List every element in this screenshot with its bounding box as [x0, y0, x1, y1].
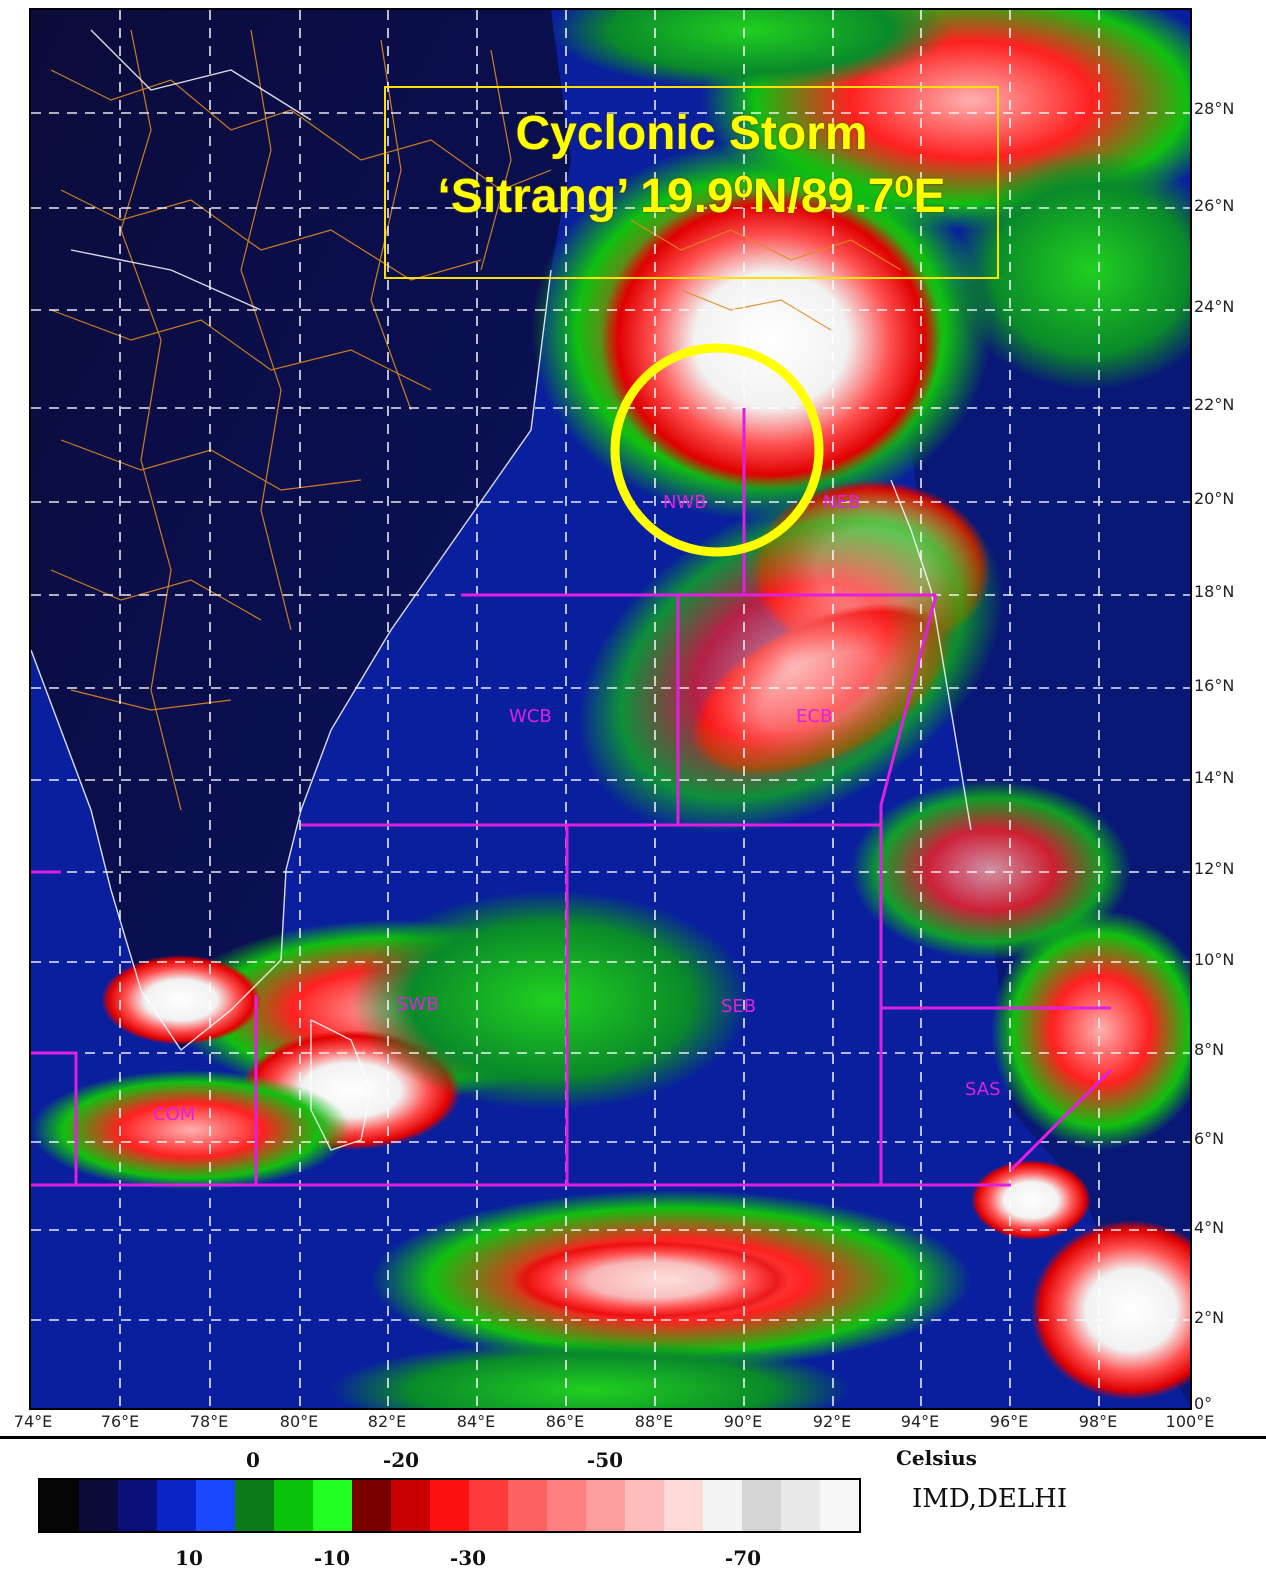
- region-label: SAS: [965, 1079, 1001, 1100]
- region-label: ECB: [796, 706, 832, 727]
- lat-label: 0°: [1194, 1394, 1213, 1413]
- colorbar-swatch: [196, 1480, 235, 1531]
- lat-label: 14°N: [1194, 768, 1235, 787]
- colorbar-bottom-label: -10: [313, 1546, 351, 1570]
- units-label: Celsius: [896, 1446, 977, 1470]
- title-box: Cyclonic Storm ‘Sitrang’ 19.9⁰N/89.7⁰E: [384, 86, 999, 279]
- region-label: NEB: [823, 492, 860, 513]
- colorbar-swatch: [664, 1480, 703, 1531]
- region-labels: NWB NEB WCB ECB SWB SEB SAS COM: [153, 492, 1001, 1125]
- lat-label: 22°N: [1194, 395, 1235, 414]
- title-line2: ‘Sitrang’ 19.9⁰N/89.7⁰E: [437, 170, 946, 223]
- lat-label: 12°N: [1194, 859, 1235, 878]
- lat-label: 24°N: [1194, 297, 1235, 316]
- lon-label: 76°E: [100, 1412, 140, 1431]
- lat-label: 18°N: [1194, 582, 1235, 601]
- colorbar-swatch: [352, 1480, 391, 1531]
- lon-label: 94°E: [900, 1412, 940, 1431]
- temperature-colorbar: [38, 1478, 861, 1533]
- cyclone-highlight-circle: [610, 343, 824, 557]
- colorbar-top-label: -20: [382, 1448, 420, 1472]
- colorbar-bottom-label: 10: [175, 1546, 203, 1570]
- lon-label: 98°E: [1078, 1412, 1118, 1431]
- colorbar-swatch: [703, 1480, 742, 1531]
- colorbar-swatch: [547, 1480, 586, 1531]
- region-label: COM: [153, 1104, 195, 1125]
- colorbar-swatch: [40, 1480, 79, 1531]
- lon-label: 100°E: [1165, 1412, 1215, 1431]
- lon-label: 86°E: [545, 1412, 585, 1431]
- lat-label: 20°N: [1194, 489, 1235, 508]
- lat-label: 2°N: [1194, 1308, 1225, 1327]
- colorbar-bottom-label: -30: [449, 1546, 487, 1570]
- lat-label: 8°N: [1194, 1040, 1225, 1059]
- lat-label: 26°N: [1194, 196, 1235, 215]
- colorbar-swatch: [430, 1480, 469, 1531]
- colorbar-swatch: [157, 1480, 196, 1531]
- lon-label: 96°E: [989, 1412, 1029, 1431]
- colorbar-swatch: [508, 1480, 547, 1531]
- colorbar-swatch: [586, 1480, 625, 1531]
- lon-label: 82°E: [367, 1412, 407, 1431]
- colorbar-swatch: [235, 1480, 274, 1531]
- title-line1: Cyclonic Storm: [515, 107, 868, 160]
- lon-label: 78°E: [189, 1412, 229, 1431]
- colorbar-swatch: [391, 1480, 430, 1531]
- lon-label: 84°E: [456, 1412, 496, 1431]
- colorbar-swatch: [820, 1480, 859, 1531]
- sea-region-boundaries: [31, 408, 1113, 1187]
- colorbar-swatch: [742, 1480, 781, 1531]
- graticule: [31, 10, 1190, 1408]
- region-label: NWB: [663, 492, 707, 513]
- colorbar-swatch: [781, 1480, 820, 1531]
- source-label: IMD,DELHI: [912, 1484, 1068, 1514]
- lon-label: 88°E: [634, 1412, 674, 1431]
- lat-label: 16°N: [1194, 676, 1235, 695]
- colorbar-swatch: [469, 1480, 508, 1531]
- colorbar-swatch: [313, 1480, 352, 1531]
- infrared-cloud-image: NWB NEB WCB ECB SWB SEB SAS COM: [31, 10, 1190, 1408]
- colorbar-swatch: [274, 1480, 313, 1531]
- lon-label: 80°E: [279, 1412, 319, 1431]
- lon-label: 90°E: [723, 1412, 763, 1431]
- satellite-map: NWB NEB WCB ECB SWB SEB SAS COM Cyclonic…: [29, 8, 1192, 1410]
- colorbar-swatch: [118, 1480, 157, 1531]
- colorbar-bottom-label: -70: [724, 1546, 762, 1570]
- lat-label: 4°N: [1194, 1218, 1225, 1237]
- lat-label: 6°N: [1194, 1129, 1225, 1148]
- region-label: WCB: [509, 706, 552, 727]
- divider: [0, 1436, 1266, 1439]
- colorbar-top-label: -50: [586, 1448, 624, 1472]
- region-label: SWB: [397, 994, 439, 1015]
- lon-label: 74°E: [13, 1412, 53, 1431]
- colorbar-top-label: 0: [246, 1448, 260, 1472]
- colorbar-swatch: [625, 1480, 664, 1531]
- colorbar-swatch: [79, 1480, 118, 1531]
- lat-label: 28°N: [1194, 99, 1235, 118]
- lat-label: 10°N: [1194, 950, 1235, 969]
- lon-label: 92°E: [812, 1412, 852, 1431]
- coastline: [31, 29, 972, 1151]
- region-label: SEB: [721, 996, 756, 1017]
